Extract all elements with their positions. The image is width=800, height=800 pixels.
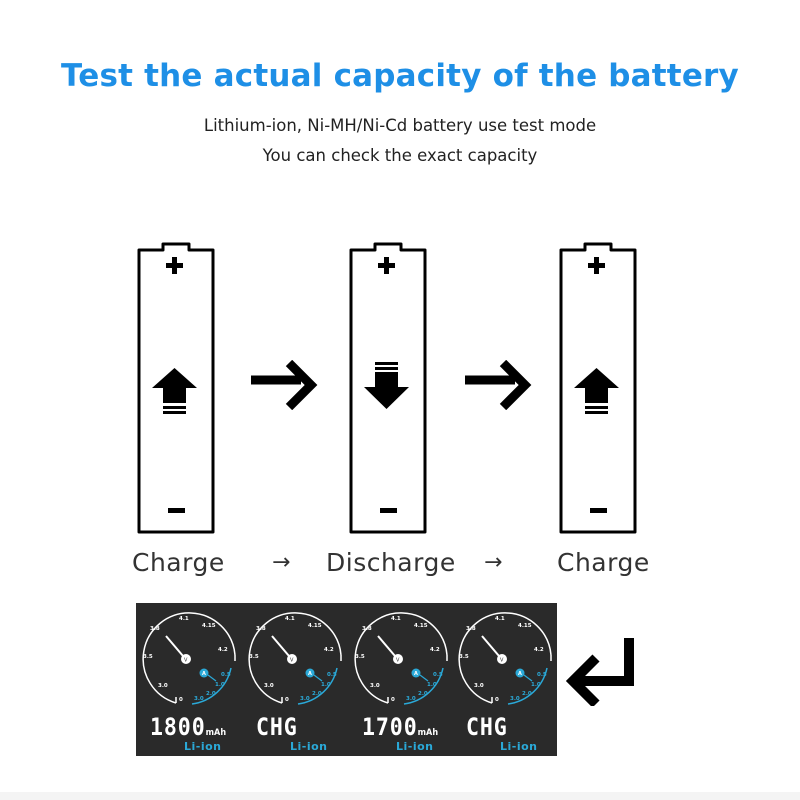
svg-text:A: A [202, 671, 206, 677]
svg-text:4.2: 4.2 [324, 647, 334, 653]
svg-text:0.5: 0.5 [327, 672, 337, 678]
lcd-reading: 1800mAh [150, 713, 226, 741]
svg-text:A: A [518, 671, 522, 677]
svg-text:0: 0 [179, 697, 183, 703]
svg-text:2.0: 2.0 [522, 691, 532, 697]
chemistry-label: Li-ion [500, 740, 538, 753]
svg-text:1.0: 1.0 [215, 682, 225, 688]
gauge-dial-icon: 4.14.154.2 3.83.53.00 V A 0.51.02.03.0 [354, 612, 448, 705]
svg-text:0.5: 0.5 [221, 672, 231, 678]
lcd-reading: CHG [466, 713, 508, 741]
svg-text:0.5: 0.5 [537, 672, 547, 678]
chemistry-label: Li-ion [396, 740, 434, 753]
svg-text:0.5: 0.5 [433, 672, 443, 678]
svg-text:V: V [396, 658, 400, 664]
svg-text:A: A [308, 671, 312, 677]
return-arrow-icon [565, 636, 638, 710]
svg-text:4.15: 4.15 [414, 623, 428, 629]
capacity-unit: mAh [417, 728, 439, 738]
svg-text:4.1: 4.1 [495, 616, 505, 622]
svg-text:3.5: 3.5 [459, 654, 469, 660]
svg-text:V: V [500, 658, 504, 664]
charge-up-arrow-icon [152, 368, 197, 414]
capacity-value: 1700 [362, 713, 418, 741]
svg-text:2.0: 2.0 [312, 691, 322, 697]
minus-icon [590, 508, 607, 513]
svg-text:3.0: 3.0 [264, 683, 274, 689]
svg-text:3.8: 3.8 [150, 626, 160, 632]
step-label-charge: Charge [557, 548, 650, 577]
svg-text:3.5: 3.5 [355, 654, 365, 660]
arrow-right-icon [463, 359, 533, 414]
svg-text:3.0: 3.0 [370, 683, 380, 689]
lcd-reading: CHG [256, 713, 298, 741]
battery-charge-2 [559, 242, 637, 534]
svg-text:3.5: 3.5 [249, 654, 259, 660]
svg-text:1.0: 1.0 [427, 682, 437, 688]
svg-text:0: 0 [285, 697, 289, 703]
arrow-right-icon [249, 359, 319, 414]
svg-text:3.8: 3.8 [256, 626, 266, 632]
svg-text:V: V [290, 658, 294, 664]
svg-text:3.0: 3.0 [300, 696, 310, 702]
svg-text:3.0: 3.0 [474, 683, 484, 689]
minus-icon [168, 508, 185, 513]
svg-text:3.8: 3.8 [466, 626, 476, 632]
plus-icon [378, 257, 395, 274]
svg-text:1.0: 1.0 [321, 682, 331, 688]
charge-up-arrow-icon [574, 368, 619, 414]
bottom-divider [0, 792, 800, 800]
svg-text:4.2: 4.2 [534, 647, 544, 653]
svg-text:3.0: 3.0 [406, 696, 416, 702]
chemistry-label: Li-ion [184, 740, 222, 753]
step-arrow-icon: → [484, 550, 503, 575]
gauge-dial-icon: 4.14.154.2 3.83.53.00 V A 0.51.02.03.0 [248, 612, 342, 705]
svg-text:4.1: 4.1 [179, 616, 189, 622]
plus-icon [166, 257, 183, 274]
svg-text:3.8: 3.8 [362, 626, 372, 632]
capacity-value: 1800 [150, 713, 206, 741]
chemistry-label: Li-ion [290, 740, 328, 753]
plus-icon [588, 257, 605, 274]
status-value: CHG [256, 713, 298, 741]
discharge-down-arrow-icon [364, 362, 409, 409]
battery-charge-1 [137, 242, 215, 534]
battery-discharge [349, 242, 427, 534]
svg-text:0: 0 [495, 697, 499, 703]
svg-text:4.2: 4.2 [430, 647, 440, 653]
minus-icon [380, 508, 397, 513]
svg-text:4.2: 4.2 [218, 647, 228, 653]
svg-text:4.1: 4.1 [285, 616, 295, 622]
svg-text:0: 0 [391, 697, 395, 703]
svg-text:4.1: 4.1 [391, 616, 401, 622]
svg-text:3.0: 3.0 [194, 696, 204, 702]
svg-text:2.0: 2.0 [418, 691, 428, 697]
step-label-charge: Charge [132, 548, 225, 577]
svg-text:4.15: 4.15 [202, 623, 216, 629]
step-arrow-icon: → [272, 550, 291, 575]
svg-text:3.0: 3.0 [510, 696, 520, 702]
svg-text:3.5: 3.5 [143, 654, 153, 660]
subtitle-line-2: You can check the exact capacity [262, 146, 538, 165]
svg-text:3.0: 3.0 [158, 683, 168, 689]
gauge-dial-icon: 4.14.154.2 3.83.53.00 V A 0.51.02.03.0 [142, 612, 236, 705]
subtitle-line-1: Lithium-ion, Ni-MH/Ni-Cd battery use tes… [203, 116, 597, 135]
capacity-unit: mAh [205, 728, 227, 738]
status-value: CHG [466, 713, 508, 741]
svg-text:A: A [414, 671, 418, 677]
svg-text:4.15: 4.15 [518, 623, 532, 629]
svg-text:2.0: 2.0 [206, 691, 216, 697]
svg-text:V: V [184, 658, 188, 664]
svg-text:1.0: 1.0 [531, 682, 541, 688]
step-label-discharge: Discharge [326, 548, 456, 577]
page-title: Test the actual capacity of the battery [61, 58, 739, 94]
svg-text:4.15: 4.15 [308, 623, 322, 629]
lcd-reading: 1700mAh [362, 713, 438, 741]
gauge-dial-icon: 4.14.154.2 3.83.53.00 V A 0.51.02.03.0 [458, 612, 552, 705]
